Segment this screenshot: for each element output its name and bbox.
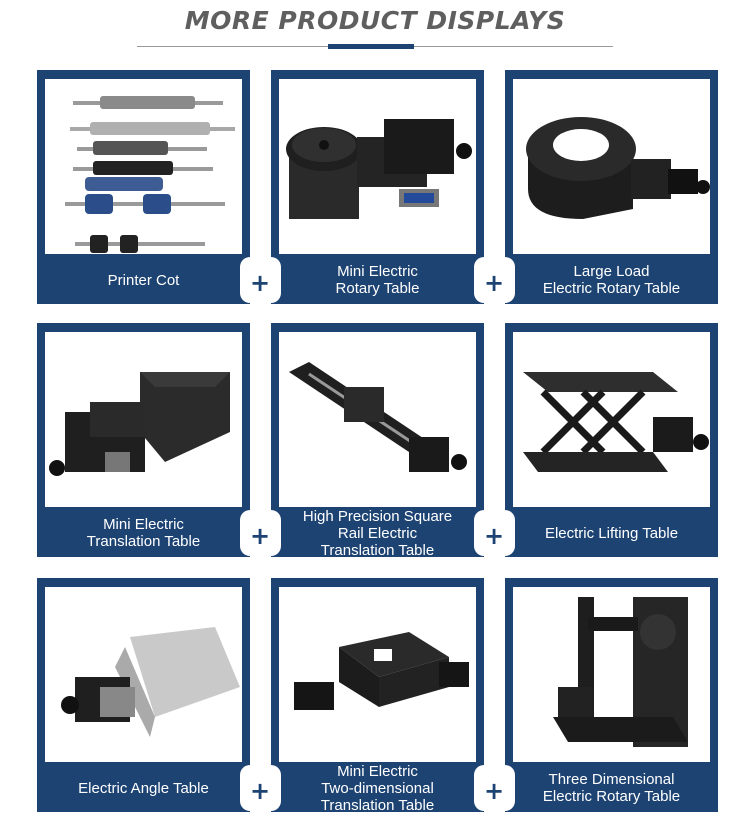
product-card-large-load-electric-rotary-table[interactable]: Large Load Electric Rotary Table: [495, 70, 718, 304]
product-card-electric-angle-table[interactable]: Electric Angle Table: [37, 578, 260, 812]
plus-icon: +: [483, 777, 505, 805]
plus-icon: +: [249, 522, 271, 550]
page-title: MORE PRODUCT DISPLAYS: [184, 6, 566, 35]
plus-icon: +: [483, 269, 505, 297]
product-label: Mini Electric Translation Table: [86, 516, 201, 550]
product-card-mini-electric-two-dimensional-translation-table[interactable]: Mini Electric Two-dimensional Translatio…: [261, 578, 494, 814]
gimbal-rotary-icon: [513, 587, 710, 762]
product-label: Three Dimensional Electric Rotary Table: [542, 771, 681, 805]
plus-icon: +: [483, 522, 505, 550]
product-card-three-dimensional-electric-rotary-table[interactable]: Three Dimensional Electric Rotary Table: [495, 578, 718, 812]
rotary-stage-icon: [279, 79, 476, 254]
scissor-lift-icon: [513, 332, 710, 507]
title-divider-accent: [328, 44, 414, 49]
plus-icon: +: [249, 777, 271, 805]
product-label: Mini Electric Rotary Table: [335, 263, 420, 297]
product-label: Printer Cot: [107, 271, 180, 289]
goniometer-stage-icon: [45, 587, 242, 762]
product-card-high-precision-square-rail-electric-translation-table[interactable]: High Precision Square Rail Electric Tran…: [261, 323, 494, 559]
linear-rail-stage-icon: [279, 332, 476, 507]
product-label: Large Load Electric Rotary Table: [542, 263, 681, 297]
large-rotary-stage-icon: [513, 79, 710, 254]
product-label: Mini Electric Two-dimensional Translatio…: [320, 762, 435, 814]
product-label: Electric Angle Table: [78, 779, 209, 797]
printer-rollers-icon: [45, 79, 242, 254]
plus-icon: +: [249, 269, 271, 297]
product-card-printer-cot[interactable]: Printer Cot: [37, 70, 260, 304]
product-label: Electric Lifting Table: [544, 524, 679, 542]
product-card-mini-electric-translation-table[interactable]: Mini Electric Translation Table: [37, 323, 260, 557]
product-card-electric-lifting-table[interactable]: Electric Lifting Table: [495, 323, 718, 557]
product-label: High Precision Square Rail Electric Tran…: [302, 507, 453, 559]
xy-stage-icon: [279, 587, 476, 762]
product-card-mini-electric-rotary-table[interactable]: Mini Electric Rotary Table: [261, 70, 494, 304]
translation-stage-icon: [45, 332, 242, 507]
